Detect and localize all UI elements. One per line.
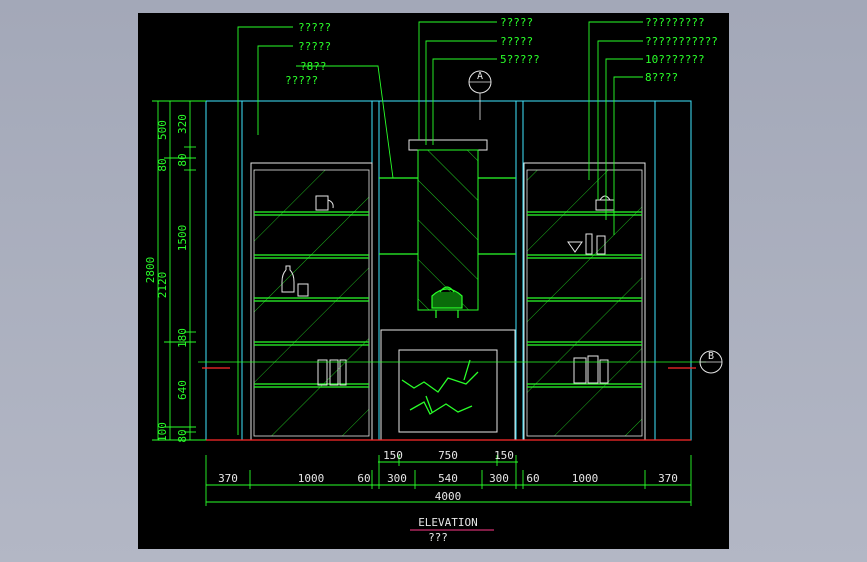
left-cabinet	[250, 162, 373, 441]
section-marker-a[interactable]: A	[468, 70, 492, 120]
section-marker-a-label: A	[477, 71, 483, 82]
right-cabinet	[523, 162, 646, 441]
dim-v-100: 100	[156, 422, 169, 442]
dim-h-1000b: 1000	[572, 472, 599, 485]
dim-h-total: 4000	[435, 490, 462, 503]
drawing-title-block: ELEVATION ???	[410, 516, 494, 544]
callout-left-1: ?????	[298, 21, 331, 34]
dim-v-80b: 80	[176, 153, 189, 166]
dim-h-1000a: 1000	[298, 472, 325, 485]
dim-h-150b: 150	[494, 449, 514, 462]
elevation-drawing: A B ????? ????? ?8?? ????? ????? ????? 5…	[144, 16, 723, 544]
central-unit	[378, 139, 518, 441]
callout-center-3: 5?????	[500, 53, 540, 66]
horizontal-dimensions	[205, 455, 692, 506]
vertical-dimension-labels: 2800 500 320 80 80 1500 2120 180 640 100…	[144, 114, 189, 443]
dim-h-540: 540	[438, 472, 458, 485]
dim-v-320: 320	[176, 114, 189, 134]
callout-labels: ????? ????? ?8?? ????? ????? ????? 5????…	[285, 16, 718, 87]
horizontal-dimension-labels: 150 750 150 370 1000 60 300 540 300 60 1…	[218, 449, 678, 503]
dim-h-60b: 60	[526, 472, 539, 485]
dim-h-750: 750	[438, 449, 458, 462]
callout-right-3: 10???????	[645, 53, 705, 66]
dim-total-height: 2800	[144, 257, 157, 284]
callout-center-2: ?????	[500, 35, 533, 48]
drawing-canvas[interactable]: A B ????? ????? ?8?? ????? ????? ????? 5…	[138, 13, 729, 549]
dim-h-300b: 300	[489, 472, 509, 485]
leader-lines	[237, 21, 643, 435]
dim-h-60a: 60	[357, 472, 370, 485]
callout-right-2: ???????????	[645, 35, 718, 48]
section-marker-b-label: B	[708, 351, 714, 362]
dim-h-150a: 150	[383, 449, 403, 462]
dim-v-80a: 80	[156, 158, 169, 171]
callout-right-4: 8????	[645, 71, 678, 84]
drawing-subtitle: ???	[428, 531, 448, 544]
dim-h-370b: 370	[658, 472, 678, 485]
dim-v-640: 640	[176, 380, 189, 400]
dim-h-300a: 300	[387, 472, 407, 485]
callout-center-1: ?????	[500, 16, 533, 29]
dim-v-80c: 80	[176, 429, 189, 442]
dim-v-2120: 2120	[156, 272, 169, 299]
callout-left-4: ?????	[285, 74, 318, 87]
dim-v-1500: 1500	[176, 225, 189, 252]
dim-h-370a: 370	[218, 472, 238, 485]
vertical-dimensions	[152, 100, 206, 441]
section-marker-b[interactable]: B	[699, 350, 723, 374]
dim-v-500: 500	[156, 120, 169, 140]
callout-left-2: ?????	[298, 40, 331, 53]
callout-right-1: ?????????	[645, 16, 705, 29]
drawing-title: ELEVATION	[418, 516, 478, 529]
dim-v-180: 180	[176, 328, 189, 348]
callout-left-3: ?8??	[300, 60, 327, 73]
